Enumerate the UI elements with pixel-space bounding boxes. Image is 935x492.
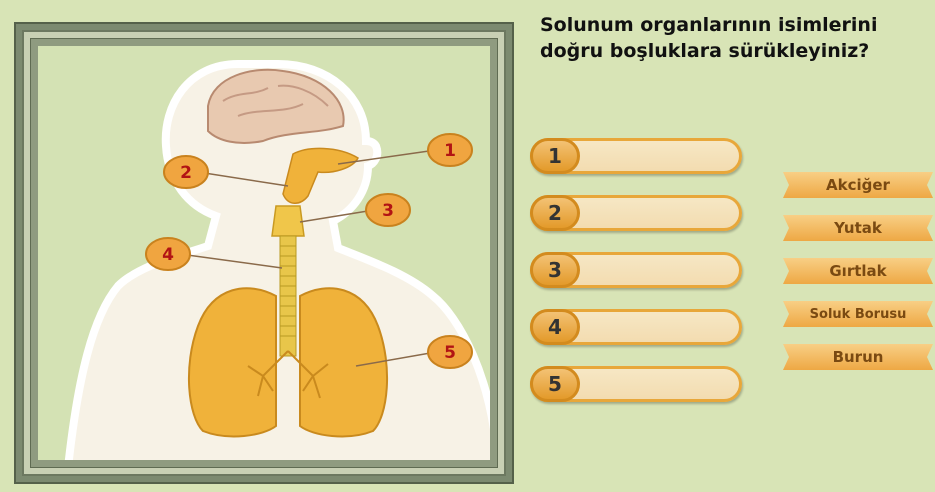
drag-label-girtlak[interactable]: Gırtlak [783, 258, 933, 284]
drag-label-burun[interactable]: Burun [783, 344, 933, 370]
drag-label-soluk-borusu[interactable]: Soluk Borusu [783, 301, 933, 327]
svg-text:5: 5 [444, 343, 456, 363]
svg-text:1: 1 [444, 141, 456, 161]
slot-number-5: 5 [530, 366, 580, 402]
svg-text:3: 3 [382, 201, 394, 221]
answer-slot-2[interactable]: 2 [530, 195, 742, 231]
picture-frame: 1 2 3 4 5 [14, 22, 514, 484]
svg-text:2: 2 [180, 163, 192, 183]
callout-5: 5 [428, 336, 472, 368]
answer-slot-4[interactable]: 4 [530, 309, 742, 345]
callout-4: 4 [146, 238, 190, 270]
answer-slot-3[interactable]: 3 [530, 252, 742, 288]
drag-label-akciger[interactable]: Akciğer [783, 172, 933, 198]
frame-border: 1 2 3 4 5 [22, 30, 506, 476]
answer-slot-5[interactable]: 5 [530, 366, 742, 402]
callout-3: 3 [366, 194, 410, 226]
slot-number-2: 2 [530, 195, 580, 231]
slot-number-4: 4 [530, 309, 580, 345]
slot-number-3: 3 [530, 252, 580, 288]
frame-border-inner: 1 2 3 4 5 [30, 38, 498, 468]
question-text: Solunum organlarının isimlerini doğru bo… [540, 12, 930, 64]
svg-text:4: 4 [162, 245, 174, 265]
callout-1: 1 [428, 134, 472, 166]
larynx-shape [272, 206, 304, 236]
answer-slot-1[interactable]: 1 [530, 138, 742, 174]
callout-2: 2 [164, 156, 208, 188]
drag-label-yutak[interactable]: Yutak [783, 215, 933, 241]
slot-number-1: 1 [530, 138, 580, 174]
respiratory-system-illustration: 1 2 3 4 5 [38, 46, 490, 460]
